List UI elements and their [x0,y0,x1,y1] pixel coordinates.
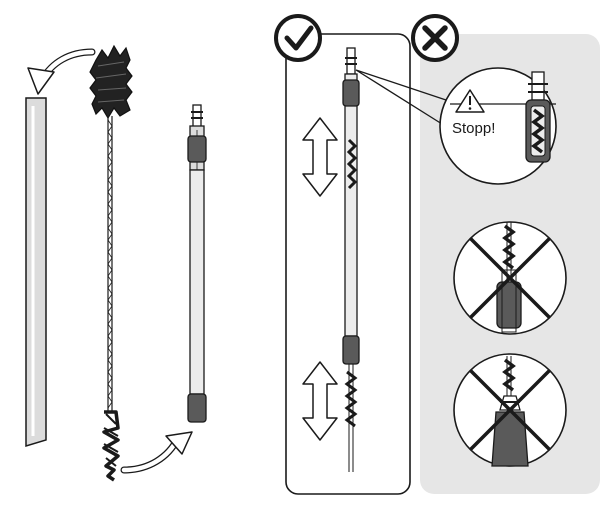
brush-lower [344,364,358,472]
x-mark-icon [411,14,459,62]
incorrect-usage-panel: Stopp! [355,14,600,494]
attach-arrow-icon [120,431,193,474]
warning-triangle-icon [455,89,485,113]
tube [25,97,47,448]
prohibited-scenario-lower [453,353,567,467]
handle-rod [187,104,207,423]
up-down-arrow-icon [302,117,338,197]
check-mark-icon [274,14,322,62]
stop-magnifier: Stopp! [439,67,557,185]
up-down-arrow-icon [302,361,338,441]
insert-arrow-icon [27,48,96,95]
cleaning-brush [89,44,133,482]
correct-usage-panel [274,14,411,495]
brush-tail [102,410,120,482]
brush-head [89,44,133,120]
prohibited-scenario-upper [453,221,567,335]
rod-upper [342,47,360,365]
prohibited-cross-icon [468,368,552,452]
stop-label: Stopp! [452,120,495,137]
prohibited-cross-icon [468,236,552,320]
